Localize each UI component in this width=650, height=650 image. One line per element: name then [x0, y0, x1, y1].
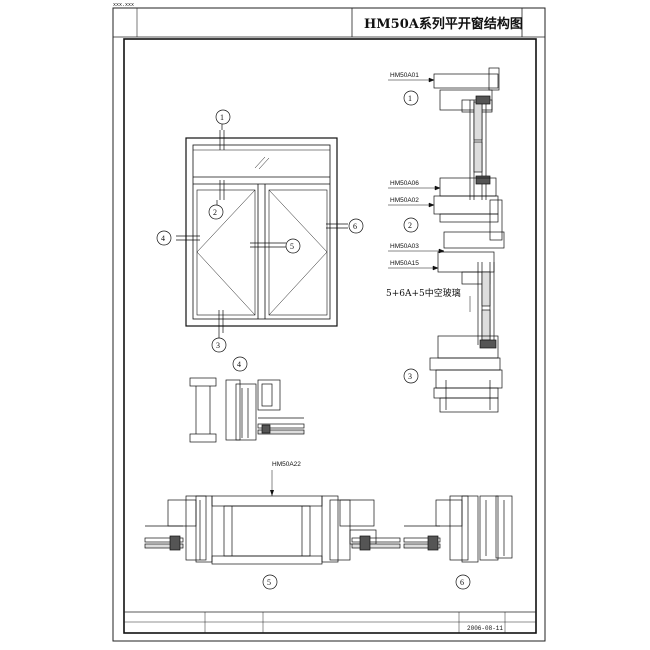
label-hm50a01: HM50A01: [390, 72, 419, 79]
svg-text:5: 5: [267, 578, 271, 587]
label-hm50a06: HM50A06: [390, 180, 419, 187]
svg-text:4: 4: [237, 360, 241, 369]
drawing-date: 2006-08-11: [467, 625, 503, 632]
bottom-title-strip: 2006-08-11: [124, 611, 536, 633]
label-hm50a02: HM50A02: [390, 197, 419, 204]
marker-6: [348, 218, 364, 234]
marker-1: [215, 109, 231, 125]
section-marker-1: [403, 90, 419, 106]
drawing-frame: [123, 38, 537, 634]
label-hm50a22: HM50A22: [272, 461, 301, 468]
marker-3: [211, 337, 227, 353]
window-elevation: [185, 137, 338, 327]
section-marker-2: [403, 217, 419, 233]
section-markers: 1 2 3: [403, 90, 419, 384]
elevation-markers: 1 2 3 4 5 6: [156, 109, 364, 353]
corner-text: xxx.xxx: [113, 2, 134, 8]
section-marker-3: [403, 368, 419, 384]
elevation-cut-marks: [176, 124, 348, 338]
label-hm50a15: HM50A15: [390, 260, 419, 267]
svg-text:5: 5: [290, 242, 294, 251]
detail-5: [144, 495, 401, 565]
glass-note: 5+6A+5中空玻璃: [386, 287, 461, 299]
marker-4: [156, 230, 172, 246]
svg-text:6: 6: [353, 222, 357, 231]
marker-5: [285, 238, 301, 254]
detail-6: [403, 495, 513, 563]
detail-4-marker: [232, 356, 248, 372]
svg-text:1: 1: [220, 113, 224, 122]
svg-text:3: 3: [408, 372, 412, 381]
vertical-section: [429, 67, 505, 413]
outer-sheet-border: [112, 7, 546, 642]
svg-text:2: 2: [408, 221, 412, 230]
detail-4: [189, 377, 305, 443]
detail-5-marker: [262, 574, 278, 590]
svg-text:4: 4: [161, 234, 165, 243]
section-leaders: [388, 77, 471, 312]
title-block: HM50A系列平开窗结构图: [113, 8, 545, 38]
svg-text:6: 6: [460, 578, 464, 587]
detail-6-marker: [455, 574, 471, 590]
marker-2: [208, 204, 224, 220]
svg-text:3: 3: [216, 341, 220, 350]
label-hm50a03: HM50A03: [390, 243, 419, 250]
svg-text:1: 1: [408, 94, 412, 103]
sheet-title: HM50A系列平开窗结构图: [364, 16, 523, 32]
svg-text:2: 2: [213, 208, 217, 217]
